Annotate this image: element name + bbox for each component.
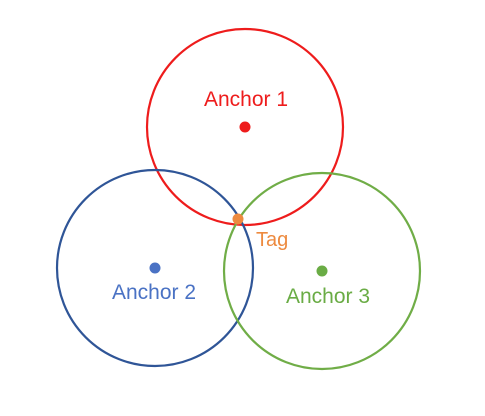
tag-label: Tag [256, 229, 288, 251]
tag-point [232, 213, 244, 225]
anchor-3-point [316, 265, 328, 277]
anchor-1-range-circle [145, 27, 345, 227]
anchor-1-point [239, 121, 251, 133]
anchor-2-point [149, 262, 161, 274]
anchor-3-label: Anchor 3 [286, 285, 370, 308]
anchor-2-range-circle [55, 168, 255, 368]
anchor-1-label: Anchor 1 [204, 88, 288, 111]
anchor-3-range-circle [222, 171, 422, 371]
anchor-2-label: Anchor 2 [112, 281, 196, 304]
